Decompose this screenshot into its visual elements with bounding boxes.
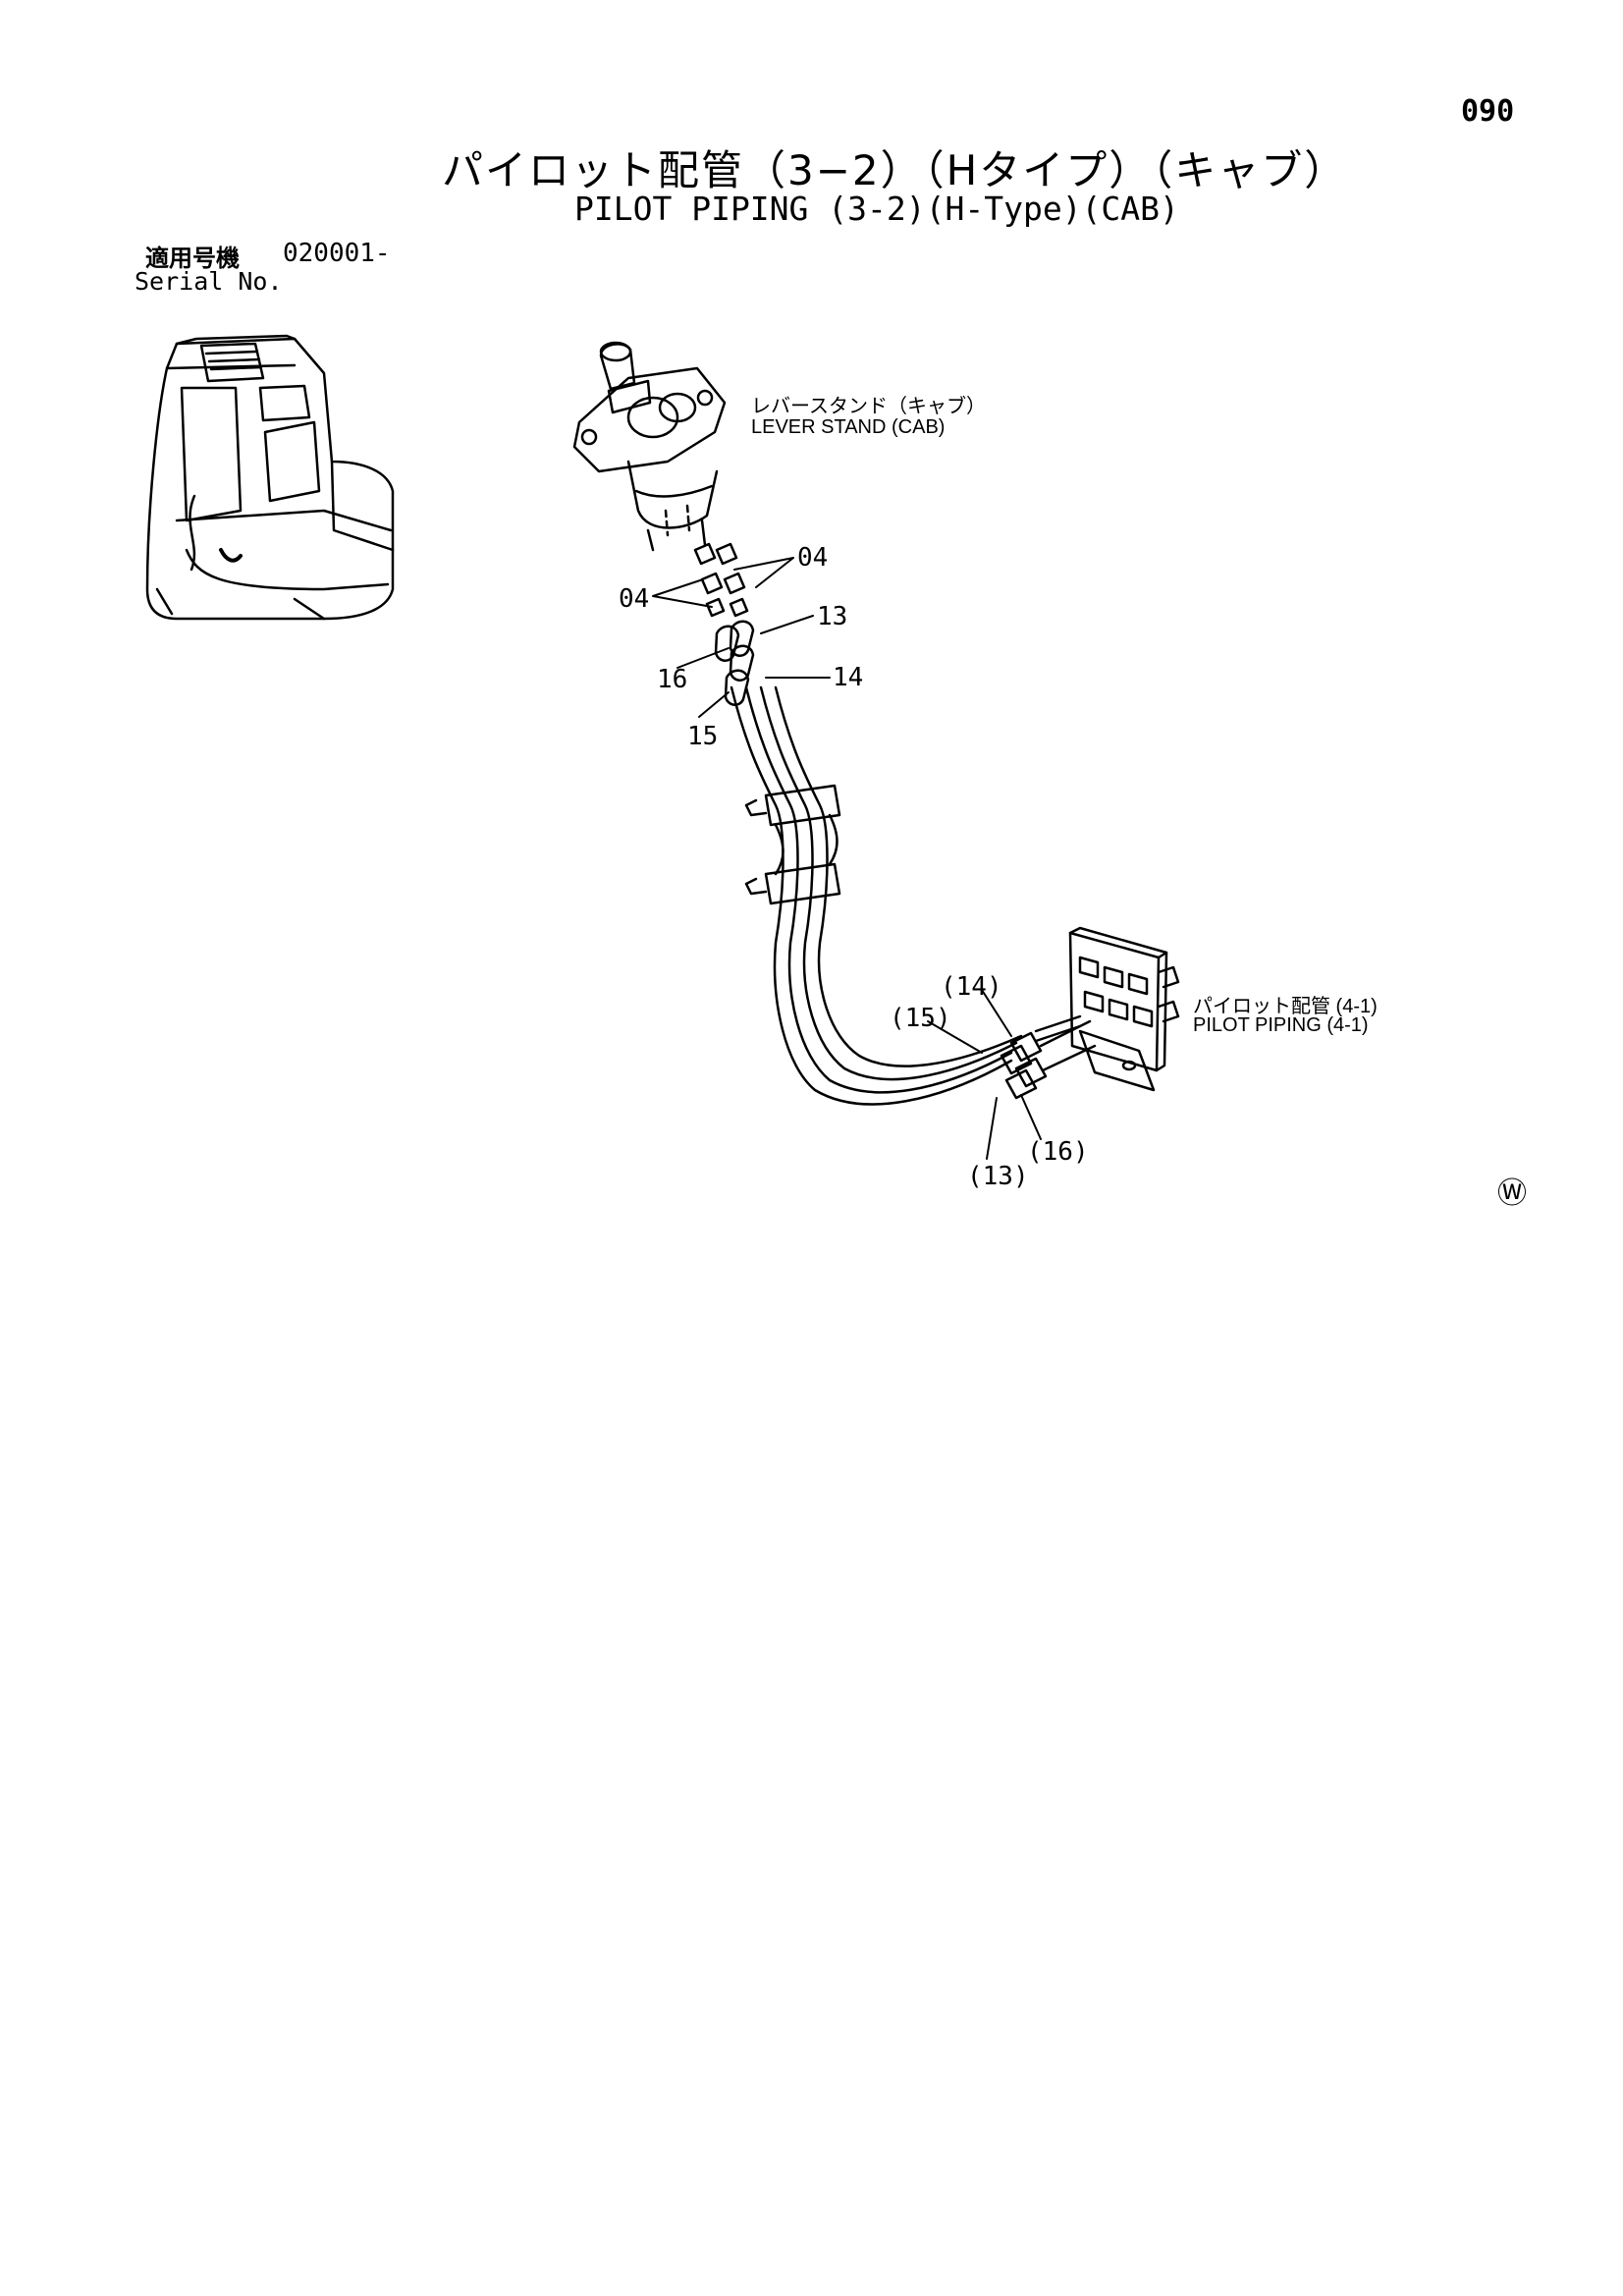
page-number: 090	[1461, 94, 1515, 129]
callout-13: 13	[817, 602, 848, 631]
hose-bundle	[730, 685, 1023, 1106]
callout-16-paren: (16)	[1027, 1137, 1089, 1167]
callout-16: 16	[657, 665, 688, 694]
pilot-block-illustration	[1034, 926, 1180, 1092]
pilot-piping-label-en: PILOT PIPING (4-1)	[1193, 1014, 1369, 1036]
excavator-cab-illustration	[145, 334, 395, 621]
pilot-piping-label-jp: パイロット配管 (4-1)	[1193, 996, 1378, 1017]
callout-14: 14	[833, 663, 864, 692]
hose-clamps	[744, 784, 841, 905]
callout-15: 15	[687, 722, 719, 751]
lever-stand-illustration	[572, 341, 727, 552]
callout-14-paren: (14)	[941, 972, 1002, 1002]
page-title-jp: パイロット配管（3−2）（Hタイプ）（キャブ）	[442, 146, 1348, 194]
lever-stand-fittings	[693, 542, 755, 706]
serial-label-jp: 適用号機	[145, 245, 240, 272]
callout-leaders	[652, 557, 1042, 1160]
callout-13-paren: (13)	[967, 1162, 1029, 1191]
lever-stand-label-en: LEVER STAND (CAB)	[751, 416, 946, 438]
w-mark-icon: Ⓦ	[1497, 1176, 1527, 1211]
page-title-en: PILOT PIPING (3-2)(H-Type)(CAB)	[574, 190, 1179, 228]
lever-stand-label-jp: レバースタンド（キャブ）	[751, 396, 986, 417]
callout-04-right: 04	[797, 543, 829, 573]
serial-label-en: Serial No.	[135, 267, 283, 296]
serial-value: 020001-	[283, 239, 391, 268]
callout-04-left: 04	[619, 584, 650, 614]
